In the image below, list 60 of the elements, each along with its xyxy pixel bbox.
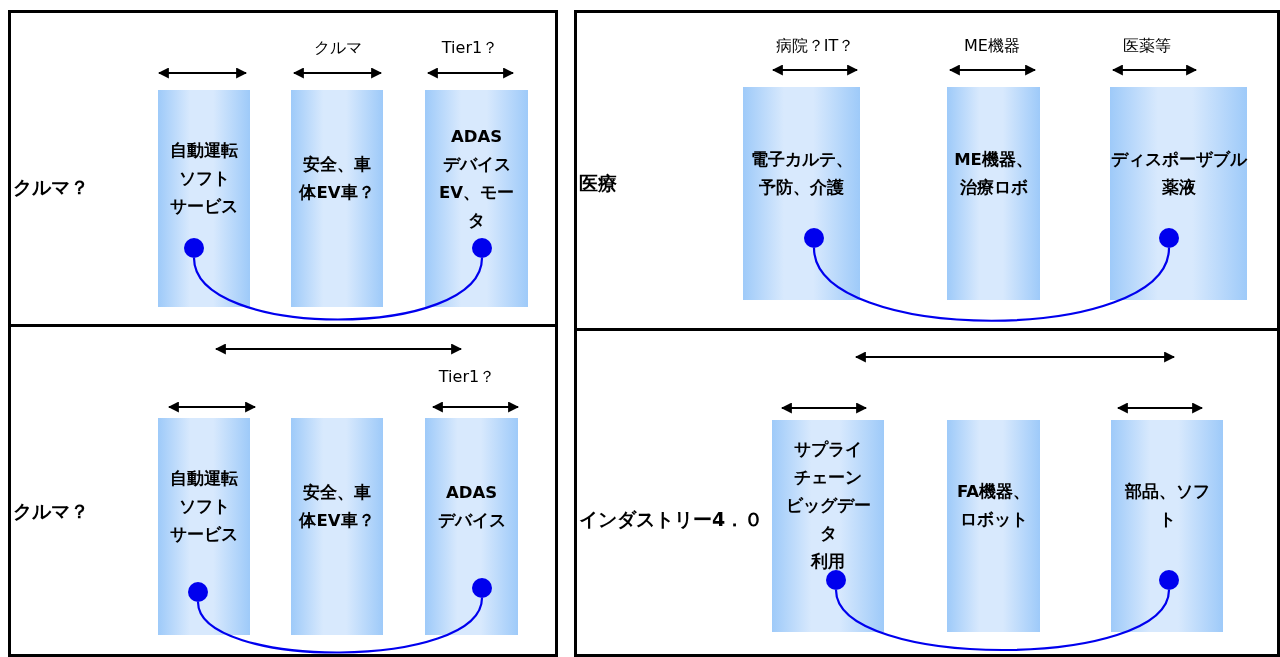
column-text: 薬液 (1161, 176, 1196, 199)
column-text: ディスポーザブル (1110, 148, 1247, 171)
column-text: 自動運転 (170, 467, 238, 490)
panel-frame (574, 328, 1280, 657)
dot-marker (472, 238, 492, 258)
row-heading: インダストリー4．０ (579, 507, 764, 532)
curved-connector (192, 257, 484, 321)
column-text: 部品、ソフト (1123, 481, 1211, 531)
column-bar (158, 90, 250, 307)
curved-connector (812, 247, 1171, 322)
dot-marker (184, 238, 204, 258)
column-text: デバイス (442, 153, 511, 176)
dot-marker (188, 582, 208, 602)
panel-frame (8, 324, 558, 657)
column-bar (947, 87, 1040, 300)
column-bar (291, 90, 383, 307)
column-bar (158, 418, 250, 635)
column-text: デバイス (437, 509, 506, 532)
dot-marker (1159, 228, 1179, 248)
dot-marker (826, 570, 846, 590)
column-bar (291, 418, 383, 635)
column-text: 自動運転 (170, 139, 238, 162)
column-bar (743, 87, 860, 300)
range-label: 医薬等 (1123, 36, 1171, 57)
panel-frame (8, 10, 558, 327)
column-text: 電子カルテ、予防、介護 (749, 148, 854, 199)
column-text: サービス (170, 195, 238, 218)
range-label: 病院？IT？ (775, 36, 855, 57)
column-bar (772, 420, 884, 632)
column-bar (947, 420, 1040, 632)
column-text: サービス (170, 523, 238, 546)
column-bar (1110, 87, 1247, 300)
column-bar (425, 90, 528, 307)
column-text: ビッグデータ (784, 495, 872, 545)
column-text: ADAS (450, 125, 503, 148)
dot-marker (1159, 570, 1179, 590)
column-text: FA機器、ロボット (955, 481, 1032, 531)
row-heading: 医療 (579, 171, 617, 196)
range-label: ME機器 (964, 36, 1020, 57)
panel-frame (574, 10, 1280, 331)
curved-connector (196, 597, 484, 654)
column-bar (1111, 420, 1223, 632)
column-text: 安全、車体EV車？ (298, 481, 376, 532)
column-text: 安全、車体EV車？ (298, 153, 376, 204)
range-label: クルマ (314, 38, 362, 59)
row-heading: クルマ？ (13, 499, 89, 524)
column-text: ソフト (178, 167, 230, 190)
column-text: ADAS (445, 481, 498, 504)
column-text: 利用 (811, 551, 845, 573)
dot-marker (804, 228, 824, 248)
column-bar (425, 418, 518, 635)
row-heading: クルマ？ (13, 175, 89, 200)
curved-connector (834, 589, 1171, 651)
dot-marker (472, 578, 492, 598)
column-text: EV、モータ (437, 181, 515, 232)
column-text: サプライチェーン (793, 439, 863, 489)
range-label: Tier1？ (438, 367, 496, 388)
column-text: ソフト (178, 495, 230, 518)
range-label: Tier1？ (441, 38, 499, 59)
column-text: ME機器、治療ロボ (953, 148, 1034, 199)
